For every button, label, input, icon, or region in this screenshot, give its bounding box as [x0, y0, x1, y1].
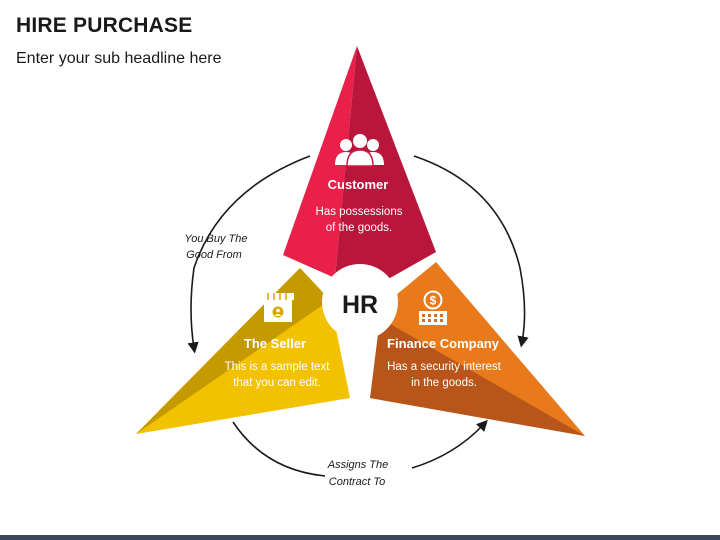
segment-seller[interactable]	[136, 268, 350, 434]
segment-finance-company[interactable]	[370, 262, 585, 436]
arrow-label-buy-line2: Good From	[186, 249, 242, 261]
store-icon	[262, 293, 294, 322]
customer-desc-line1: Has possessions	[316, 206, 403, 218]
finance-company-title: Finance Company	[387, 336, 500, 351]
svg-text:$: $	[430, 294, 437, 308]
arrow-bottom-to-finance	[411, 419, 488, 469]
arrow-customer-to-finance	[413, 155, 529, 348]
seller-title: The Seller	[244, 336, 306, 351]
arrow-label-buy-line1: You Buy The	[185, 233, 248, 245]
seller-desc-line2: that you can edit.	[233, 377, 321, 389]
customer-desc-line2: of the goods.	[326, 222, 393, 234]
arrow-customer-to-seller	[187, 155, 311, 354]
users-icon	[335, 134, 384, 167]
center-circle	[322, 264, 398, 340]
finance-company-desc-line2: in the goods.	[411, 377, 477, 389]
seller-desc-line1: This is a sample text	[225, 361, 331, 373]
page-title: HIRE PURCHASE	[16, 14, 193, 37]
arrow-label-assign-line2: Contract To	[329, 476, 385, 488]
arrow-label-assign-line1: Assigns The	[327, 459, 389, 471]
segment-customer[interactable]	[283, 46, 436, 278]
center-label: HR	[342, 291, 378, 319]
page-subtitle: Enter your sub headline here	[16, 50, 222, 67]
bank-dollar-icon: $	[419, 290, 447, 325]
arrow-seller-to-bottom	[232, 421, 326, 477]
customer-title: Customer	[328, 177, 389, 192]
footer-bar	[0, 535, 720, 540]
finance-company-desc-line1: Has a security interest	[387, 361, 502, 373]
